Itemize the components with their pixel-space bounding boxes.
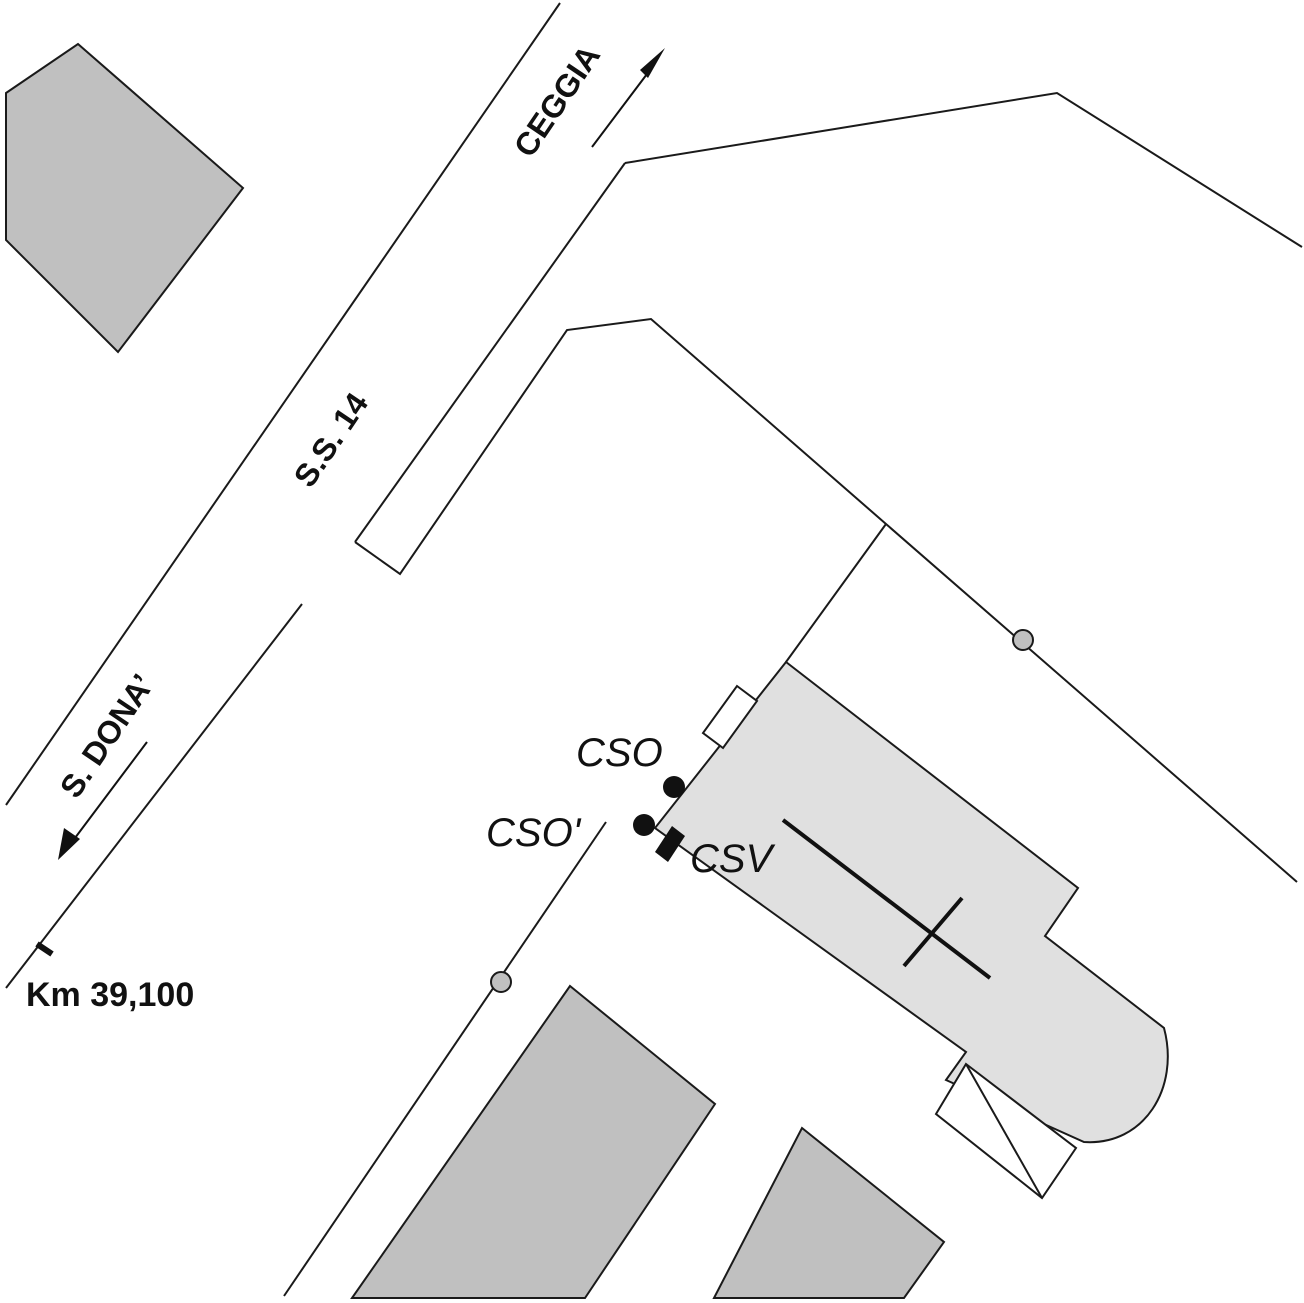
kilometer-marker-label: Km 39,100 (26, 976, 194, 1014)
boundary-marker-west (490, 971, 512, 993)
side-road (354, 317, 1298, 883)
station-csv-label: CSV (690, 837, 776, 881)
building-bottom-right (712, 1126, 946, 1299)
road-edge-east-lower (5, 603, 303, 989)
station-csv-mark (655, 826, 685, 862)
property-divider (785, 523, 887, 663)
church-annex (701, 684, 759, 750)
building-top-left (5, 42, 245, 354)
arrow-up-right-icon (591, 48, 665, 148)
station-cso-label: CSO (576, 731, 663, 775)
station-cso-prime-label: CSO' (486, 811, 582, 855)
road-edge-east-upper (354, 162, 626, 543)
property-boundary-west (283, 821, 607, 1297)
property-boundary-north (624, 91, 1303, 248)
building-bottom-left (350, 984, 717, 1299)
boundary-marker-east (1012, 629, 1034, 651)
km-marker-tick (35, 941, 54, 957)
arrow-down-left-icon (58, 741, 148, 860)
staircase-box (934, 1062, 1078, 1200)
road-name-label: S.S. 14 (287, 386, 376, 493)
direction-south-label: S. DONA’ (53, 668, 161, 805)
church-cross-icon (781, 818, 992, 980)
station-cso-prime-dot (633, 814, 655, 836)
road-edge-west (5, 2, 561, 806)
station-cso-dot (663, 776, 685, 798)
church-building (653, 660, 1169, 1144)
